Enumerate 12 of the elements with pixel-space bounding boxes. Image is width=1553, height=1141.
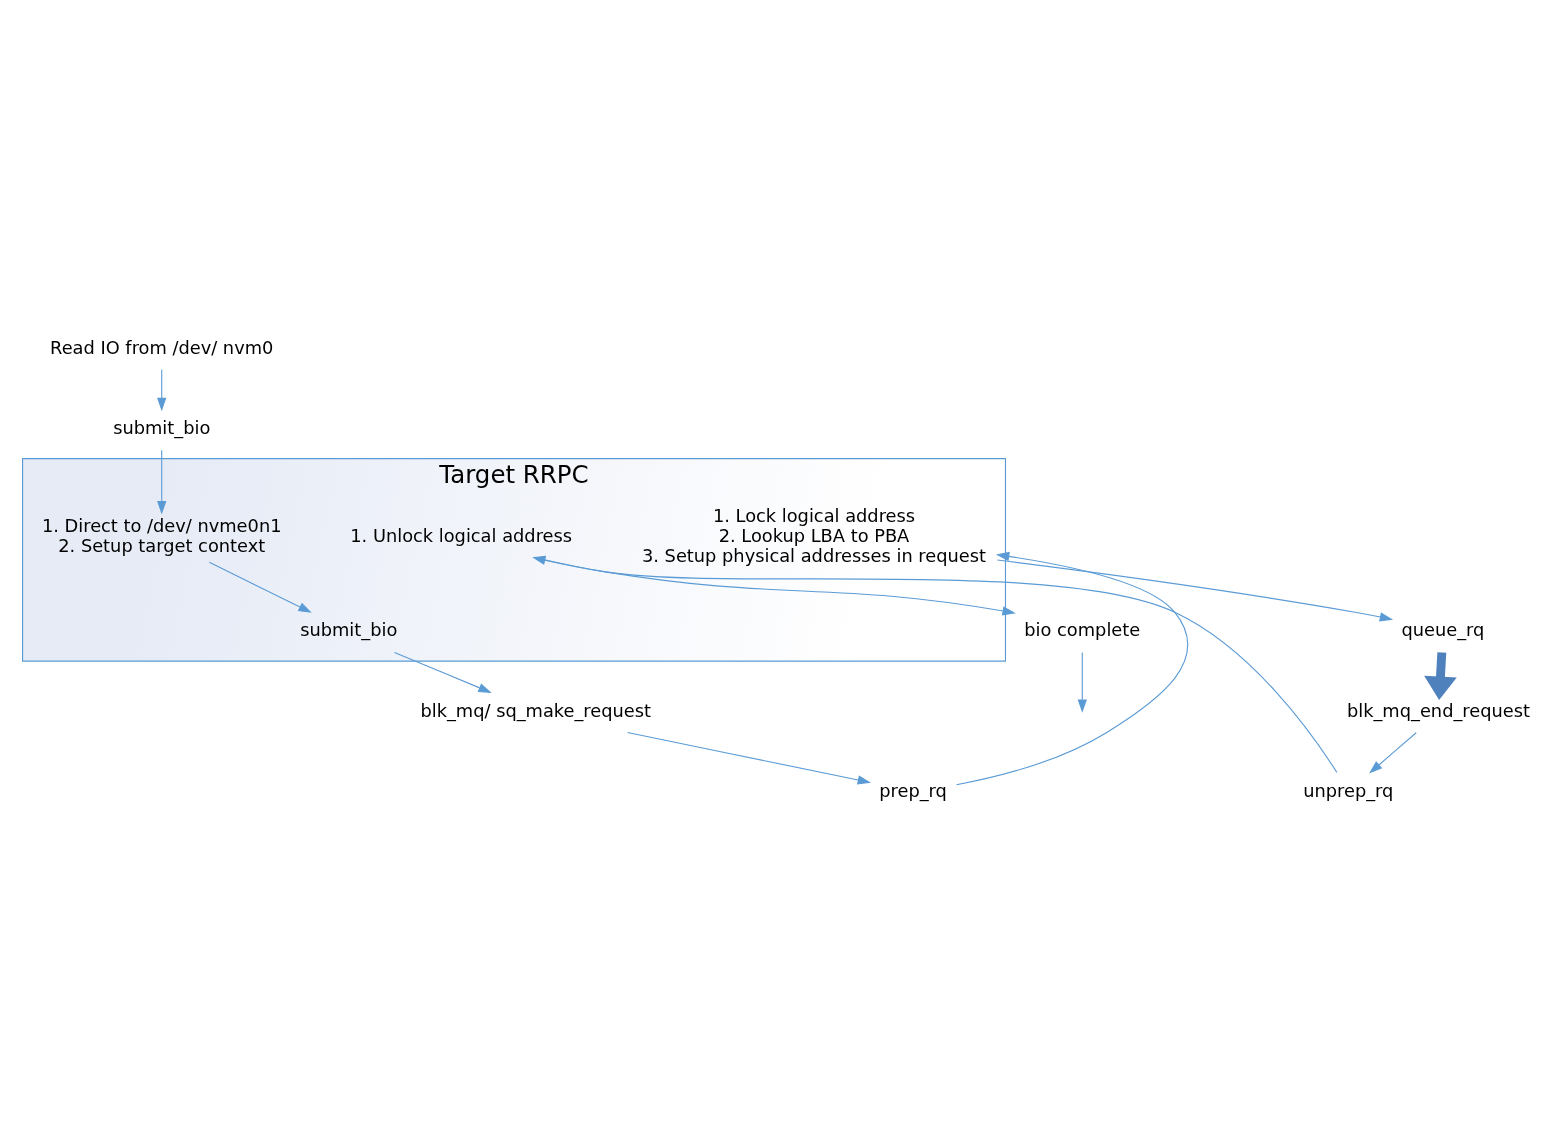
node-text: bio complete	[1023, 618, 1140, 640]
node-text: Read IO from /dev/ nvm0	[49, 336, 273, 358]
node-text: prep_rq	[878, 779, 947, 801]
node-text: queue_rq	[1400, 618, 1484, 640]
node-text: 1. Lock logical address 2. Lookup LBA to PBA 3. Setup physical addresses in request	[641, 504, 986, 566]
node-text: submit_bio	[299, 618, 397, 640]
node-text: blk_mq/ sq_make_request	[419, 699, 651, 721]
node-text: blk_mq_end_request	[1346, 699, 1530, 721]
node-text: unprep_rq	[1302, 779, 1393, 801]
node-text: 1. Direct to /dev/ nvme0n1 2. Setup target context	[41, 514, 281, 556]
node-text: 1. Unlock logical address	[349, 524, 572, 546]
node-text: submit_bio	[112, 416, 210, 438]
